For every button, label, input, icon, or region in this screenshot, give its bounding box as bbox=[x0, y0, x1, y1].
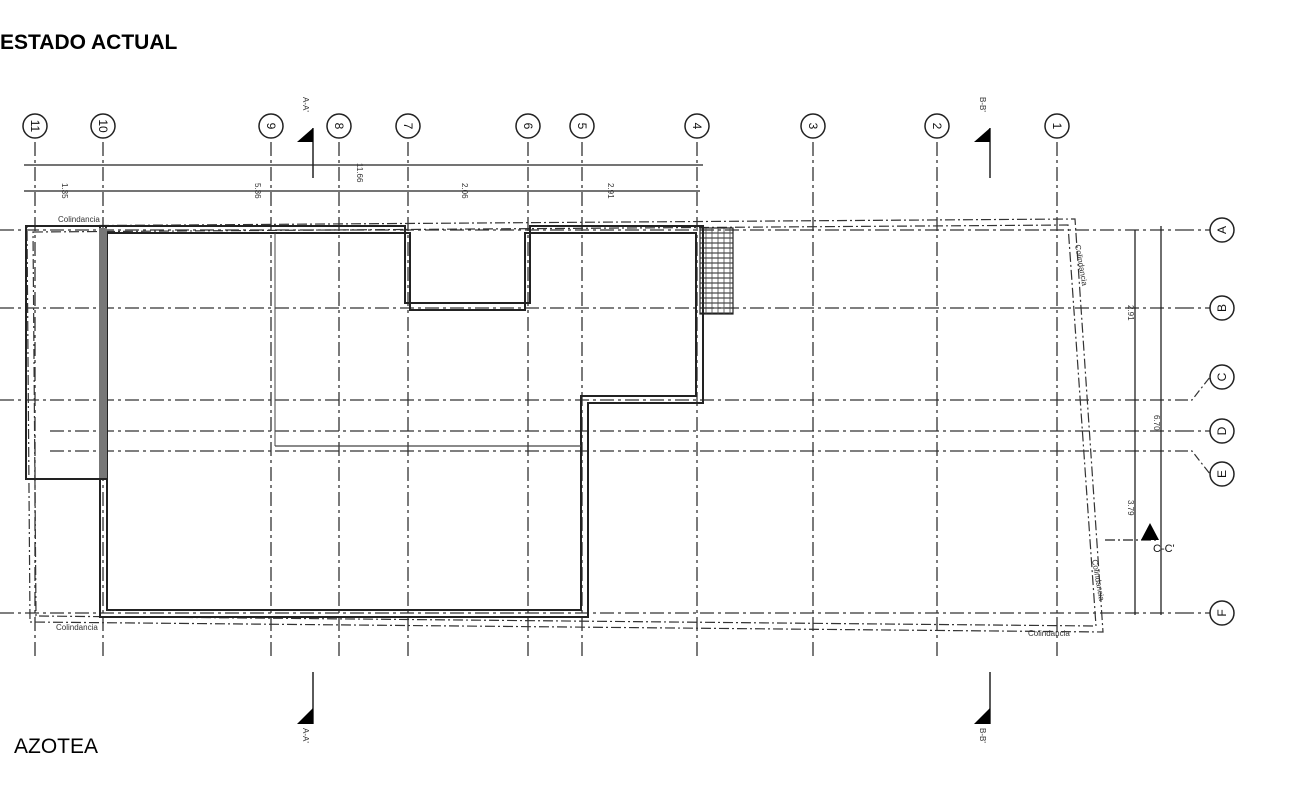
boundary-label: Colindancia bbox=[1028, 629, 1070, 638]
property-boundary bbox=[26, 218, 1104, 633]
level-label: AZOTEA bbox=[14, 735, 99, 758]
svg-text:A-A': A-A' bbox=[301, 728, 310, 743]
drawing-title: ESTADO ACTUAL bbox=[0, 31, 178, 54]
column-axis-label: 2 bbox=[930, 123, 944, 130]
dim-v2: 6.70 bbox=[1152, 415, 1161, 431]
section-marker-a-top: A-A' bbox=[297, 97, 314, 178]
column-axis-label: 3 bbox=[806, 123, 820, 130]
column-axis-bubble: 7 bbox=[395, 113, 421, 139]
column-axis-bubble: 9 bbox=[258, 113, 284, 139]
property-boundary-inner bbox=[32, 224, 1097, 627]
dim-1: 1.35 bbox=[60, 183, 69, 199]
column-axis-bubble: 6 bbox=[515, 113, 541, 139]
column-axis-label: 9 bbox=[264, 123, 278, 130]
svg-text:B-B': B-B' bbox=[978, 97, 987, 112]
dim-v1: 2.91 bbox=[1126, 305, 1135, 321]
column-axis-label: 4 bbox=[690, 123, 704, 130]
roof-outline-outer bbox=[99, 225, 704, 618]
left-strip bbox=[25, 225, 107, 480]
column-axis-label: 8 bbox=[332, 123, 346, 130]
section-marker-b-top: B-B' bbox=[974, 97, 991, 178]
row-axis-bubble: F bbox=[1209, 600, 1235, 626]
column-axis-bubble: 3 bbox=[800, 113, 826, 139]
row-axis-bubble: C bbox=[1209, 364, 1235, 390]
section-marker-a-bottom: A-A' bbox=[297, 672, 314, 743]
svg-text:C-C': C-C' bbox=[1153, 543, 1175, 555]
row-axis-bubble: A bbox=[1209, 217, 1235, 243]
row-axis-bubble: D bbox=[1209, 418, 1235, 444]
dim-2: 5.36 bbox=[253, 183, 262, 199]
column-axis-label: 7 bbox=[401, 123, 415, 130]
row-axis-bubble: B bbox=[1209, 295, 1235, 321]
column-axis-label: 6 bbox=[521, 123, 535, 130]
row-axis-label: A bbox=[1215, 226, 1229, 234]
column-axis-label: 1 bbox=[1050, 123, 1064, 130]
section-marker-c: C-C' bbox=[1105, 523, 1175, 555]
column-axis-bubble: 2 bbox=[924, 113, 950, 139]
dim-3: 2.06 bbox=[460, 183, 469, 199]
row-axis-label: E bbox=[1215, 470, 1229, 478]
column-axis-bubble: 4 bbox=[684, 113, 710, 139]
dim-v3: 3.79 bbox=[1126, 500, 1135, 516]
dim-4: 2.91 bbox=[606, 183, 615, 199]
boundary-label: Colindancia bbox=[56, 623, 98, 632]
svg-text:A-A': A-A' bbox=[301, 97, 310, 112]
stair-outline bbox=[699, 227, 734, 315]
column-axis-label: 10 bbox=[96, 119, 110, 133]
column-axis-bubble: 11 bbox=[22, 113, 48, 139]
boundary-label: Colindancia bbox=[1073, 244, 1089, 287]
svg-text:B-B': B-B' bbox=[978, 728, 987, 743]
row-axis-bubble: E bbox=[1209, 461, 1235, 487]
dim-total: 11.66 bbox=[355, 163, 364, 183]
column-axis-label: 11 bbox=[28, 120, 42, 133]
roof-outline-inner bbox=[106, 232, 697, 611]
column-axis-bubble: 10 bbox=[90, 113, 116, 139]
column-axis-label: 5 bbox=[575, 123, 589, 130]
row-axis-label: F bbox=[1215, 609, 1229, 616]
row-axis-label: C bbox=[1215, 372, 1229, 381]
section-marker-b-bottom: B-B' bbox=[974, 672, 991, 743]
row-axis-label: B bbox=[1215, 304, 1229, 312]
stairs bbox=[699, 227, 734, 315]
column-axis-bubble: 5 bbox=[569, 113, 595, 139]
grid-axes: 11 10 9 8 7 6 5 4 3 2 1A B C D E F bbox=[0, 113, 1235, 660]
column-axis-bubble: 1 bbox=[1044, 113, 1070, 139]
hatched-wall bbox=[99, 228, 107, 478]
row-axis-label: D bbox=[1215, 426, 1229, 435]
boundary-label: Colindancia bbox=[58, 215, 100, 224]
column-axis-bubble: 8 bbox=[326, 113, 352, 139]
